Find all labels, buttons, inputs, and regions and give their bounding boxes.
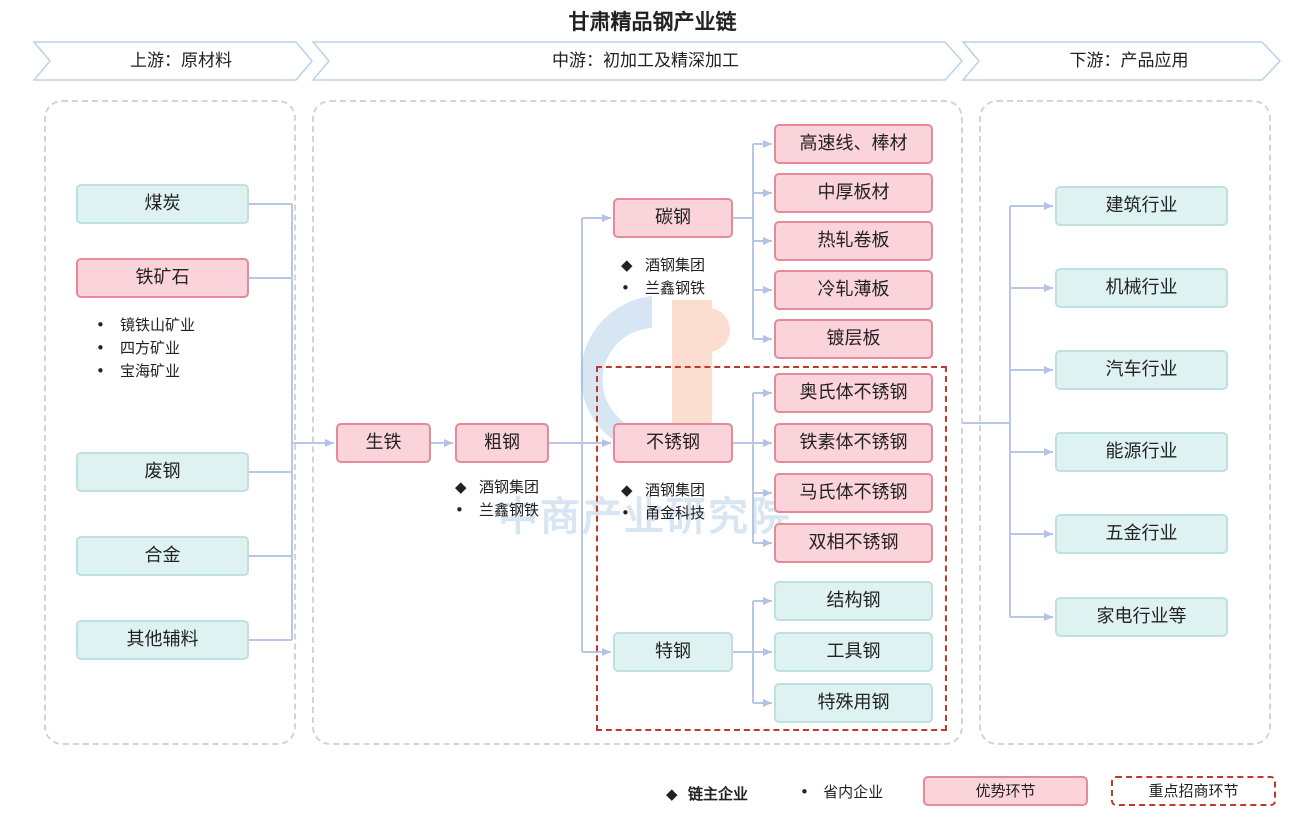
node-duplex: 双相不锈钢 bbox=[774, 523, 933, 563]
node-coated-sheet: 镀层板 bbox=[774, 319, 933, 359]
node-hardware: 五金行业 bbox=[1055, 514, 1228, 554]
stage-label-midstream: 中游：初加工及精深加工 bbox=[552, 51, 739, 71]
key-investment-box bbox=[596, 366, 947, 731]
node-austenitic: 奥氏体不锈钢 bbox=[774, 373, 933, 413]
node-other-materials: 其他辅料 bbox=[76, 620, 249, 660]
node-iron-ore: 铁矿石 bbox=[76, 258, 249, 298]
legend-key-investment: 重点招商环节 bbox=[1111, 776, 1276, 806]
node-energy: 能源行业 bbox=[1055, 432, 1228, 472]
stage-label-downstream: 下游：产品应用 bbox=[1069, 51, 1189, 71]
node-stainless-steel: 不锈钢 bbox=[613, 423, 733, 463]
watermark-text: 中商产业研究院 bbox=[498, 494, 792, 540]
node-construction: 建筑行业 bbox=[1055, 186, 1228, 226]
list-item: •宝海矿业 bbox=[96, 362, 181, 380]
stage-chevron-upstream bbox=[32, 41, 313, 81]
list-item: •四方矿业 bbox=[96, 339, 181, 357]
connector-crude-to-types bbox=[549, 218, 583, 652]
crude-steel-company-list: ◆酒钢集团 •兰鑫钢铁 bbox=[455, 476, 539, 522]
node-wire-rod: 高速线、棒材 bbox=[774, 124, 933, 164]
list-item: ◆酒钢集团 bbox=[621, 256, 706, 274]
connector-upstream-collect bbox=[249, 203, 293, 641]
node-carbon-steel: 碳钢 bbox=[613, 198, 733, 238]
node-coal: 煤炭 bbox=[76, 184, 249, 224]
legend-chain-master: ◆ 链主企业 bbox=[666, 785, 749, 803]
node-alloy: 合金 bbox=[76, 536, 249, 576]
node-hot-rolled-coil: 热轧卷板 bbox=[774, 221, 933, 261]
diagram-title: 甘肃精品钢产业链 bbox=[568, 10, 737, 34]
node-tool-steel: 工具钢 bbox=[774, 632, 933, 672]
stage-label-upstream: 上游：原材料 bbox=[130, 51, 232, 71]
stage-chevron-downstream bbox=[961, 41, 1282, 81]
iron-ore-company-list: •镜铁山矿业 •四方矿业 •宝海矿业 bbox=[96, 314, 195, 383]
node-cold-rolled-sheet: 冷轧薄板 bbox=[774, 270, 933, 310]
list-item: •镜铁山矿业 bbox=[96, 316, 196, 334]
node-scrap-steel: 废钢 bbox=[76, 452, 249, 492]
midstream-panel bbox=[312, 100, 963, 745]
list-item: •兰鑫钢铁 bbox=[455, 501, 540, 519]
node-crude-steel: 粗钢 bbox=[455, 423, 549, 463]
downstream-panel bbox=[979, 100, 1271, 745]
node-pig-iron: 生铁 bbox=[336, 423, 431, 463]
watermark-logo bbox=[580, 296, 730, 456]
node-special-steel: 特钢 bbox=[613, 632, 733, 672]
bullet-icon: • bbox=[800, 783, 809, 801]
stage-chevron-midstream bbox=[311, 41, 964, 81]
list-item: ◆酒钢集团 bbox=[621, 481, 706, 499]
legend-advantage: 优势环节 bbox=[923, 776, 1088, 806]
upstream-panel bbox=[44, 100, 296, 745]
node-special-purpose-steel: 特殊用钢 bbox=[774, 683, 933, 723]
node-structural-steel: 结构钢 bbox=[774, 581, 933, 621]
list-item: ◆酒钢集团 bbox=[455, 478, 540, 496]
node-martensitic: 马氏体不锈钢 bbox=[774, 473, 933, 513]
node-ferritic: 铁素体不锈钢 bbox=[774, 423, 933, 463]
carbon-steel-company-list: ◆酒钢集团 •兰鑫钢铁 bbox=[621, 254, 705, 300]
node-automotive: 汽车行业 bbox=[1055, 350, 1228, 390]
list-item: •甬金科技 bbox=[621, 504, 706, 522]
stainless-company-list: ◆酒钢集团 •甬金科技 bbox=[621, 479, 705, 525]
connector-stainless-branch bbox=[733, 393, 754, 543]
list-item: •兰鑫钢铁 bbox=[621, 279, 706, 297]
node-medium-plate: 中厚板材 bbox=[774, 173, 933, 213]
node-home-appliances: 家电行业等 bbox=[1055, 597, 1228, 637]
legend-in-province: • 省内企业 bbox=[800, 783, 884, 801]
diamond-icon: ◆ bbox=[666, 785, 678, 803]
node-machinery: 机械行业 bbox=[1055, 268, 1228, 308]
connector-to-downstream bbox=[962, 206, 1011, 617]
